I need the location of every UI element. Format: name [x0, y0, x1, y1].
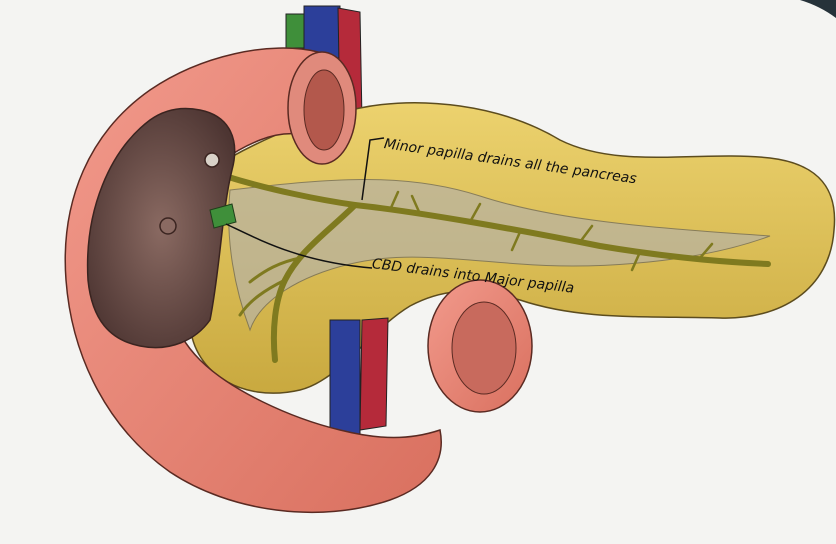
duct-branch-5	[510, 230, 522, 252]
duct-branch-6	[578, 224, 594, 244]
pancreas-cut-surface	[228, 179, 771, 332]
duodenum	[64, 47, 442, 513]
duct-branch-4	[468, 202, 482, 224]
common-bile-duct	[209, 203, 237, 229]
duct-branch-3	[410, 194, 422, 216]
duct-branch-1	[238, 278, 287, 317]
jejunum-cut	[427, 279, 533, 413]
duodenum-cut-lumen	[303, 69, 345, 151]
jejunum-lumen	[451, 301, 517, 395]
main-duct	[222, 173, 771, 267]
vein-bottom	[329, 319, 361, 441]
vessels-bottom	[329, 317, 389, 441]
minor-papilla-opening	[204, 152, 220, 168]
major-papilla-opening	[159, 217, 177, 235]
vein-top	[303, 5, 341, 59]
duct-branch-8	[698, 242, 714, 260]
minor-papilla-leader	[361, 137, 385, 201]
pancreatic-ducts	[222, 173, 771, 363]
artery-bottom	[359, 317, 389, 431]
duct-branch-9	[388, 190, 400, 212]
duct-branch-2	[248, 256, 302, 284]
corner-shadow	[800, 0, 836, 18]
duct-branch-7	[630, 250, 642, 272]
major-papilla-leader	[225, 223, 373, 269]
